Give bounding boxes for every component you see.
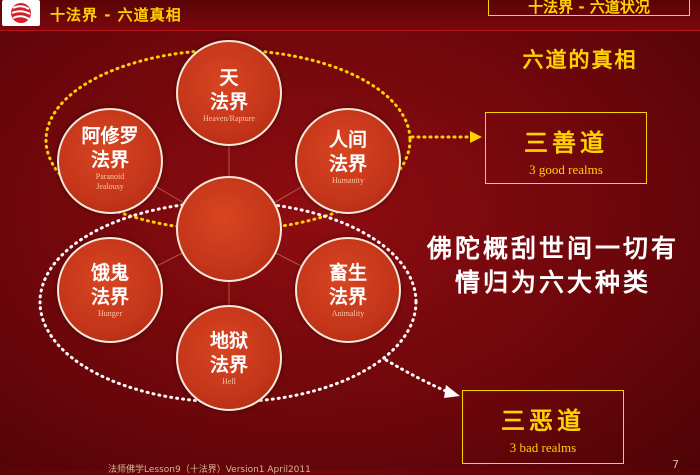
realm-human-english: Humanity — [332, 176, 364, 185]
footer-text: 法师佛学Lesson9（十法界）Version1 April2011 — [108, 465, 311, 475]
bad-realms-label: 三恶道 — [501, 407, 585, 435]
bad-arrow-line — [384, 358, 450, 394]
realm-asura-name: 阿修罗 — [81, 125, 139, 147]
realm-human-suffix: 法界 — [328, 153, 367, 175]
realm-asura-english-2: Jealousy — [96, 182, 124, 191]
realm-human-name: 人间 — [328, 129, 367, 151]
realm-asura: 阿修罗 法界 Paranoid Jealousy — [57, 108, 163, 214]
realm-hungry-ghost-suffix: 法界 — [90, 286, 129, 308]
center-circle — [176, 176, 282, 282]
realm-heaven-suffix: 法界 — [209, 91, 248, 113]
bad-arrow-head — [444, 385, 460, 398]
truth-heading: 六道的真相 — [522, 48, 638, 72]
logo-icon — [2, 0, 40, 26]
realm-hell: 地狱 法界 Hell — [176, 305, 282, 411]
realm-hell-suffix: 法界 — [209, 354, 248, 376]
good-arrow-head — [470, 131, 482, 143]
good-realms-english: 3 good realms — [529, 162, 603, 177]
realm-hell-english: Hell — [222, 377, 236, 386]
realm-heaven: 天 法界 Heaven/Rapture — [176, 40, 282, 146]
summary-text: 佛陀概刮世间一切有 情归为六大种类 — [418, 232, 688, 300]
summary-line-2: 情归为六大种类 — [454, 268, 651, 297]
good-realms-label: 三善道 — [524, 129, 608, 157]
summary-line-1: 佛陀概刮世间一切有 — [426, 234, 679, 263]
realm-animal-english: Animality — [331, 309, 365, 318]
page-number: 7 — [672, 458, 679, 471]
realm-heaven-english: Heaven/Rapture — [203, 114, 255, 123]
realm-human: 人间 法界 Humanity — [295, 108, 401, 214]
realm-asura-suffix: 法界 — [90, 149, 129, 171]
realm-heaven-name: 天 — [219, 67, 239, 89]
realm-hungry-ghost: 饿鬼 法界 Hunger — [57, 237, 163, 343]
realm-hell-name: 地狱 — [209, 330, 248, 352]
realm-hungry-ghost-english: Hunger — [98, 309, 122, 318]
page-title: 十法界 - 六道真相 — [50, 6, 182, 24]
realm-hungry-ghost-name: 饿鬼 — [90, 262, 129, 284]
realm-animal-suffix: 法界 — [328, 286, 367, 308]
bad-realms-english: 3 bad realms — [509, 440, 577, 455]
realm-animal: 畜生 法界 Animality — [295, 237, 401, 343]
bad-realms-box: 三恶道 3 bad realms — [462, 390, 624, 464]
realm-animal-name: 畜生 — [328, 262, 367, 284]
bad-realms-ellipse — [38, 200, 418, 404]
realm-asura-english-1: Paranoid — [95, 172, 125, 181]
good-realms-box: 三善道 3 good realms — [485, 112, 647, 184]
section-status-box: 十法界 - 六道状况 — [488, 0, 690, 16]
